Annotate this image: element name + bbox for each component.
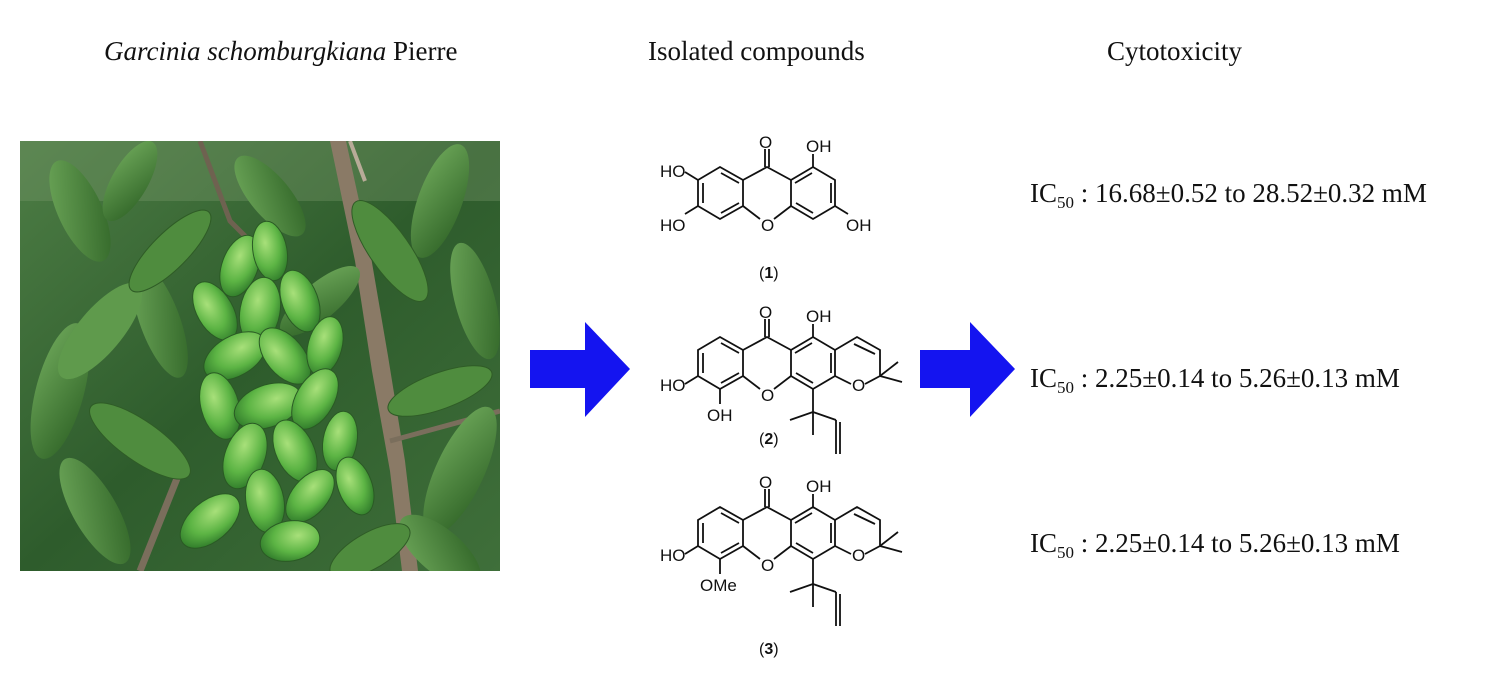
plant-name-header: Garcinia schomburgkiana Pierre: [104, 36, 457, 67]
ic50-prefix: IC: [1030, 178, 1057, 208]
cytotoxicity-header: Cytotoxicity: [1107, 36, 1242, 66]
right-arrow-icon: [920, 322, 1015, 417]
compound-3-group: O: [852, 546, 865, 565]
compound-1-group: HO: [660, 162, 686, 181]
ic50-range: : 2.25±0.14 to 5.26±0.13 mM: [1074, 528, 1400, 558]
author-name: Pierre: [392, 36, 458, 66]
ic50-subscript: 50: [1057, 543, 1074, 562]
photo-garcinia-fruit: [20, 141, 500, 571]
compound-3-group: OH: [806, 477, 832, 496]
ic50-value-3: IC50 : 2.25±0.14 to 5.26±0.13 mM: [1030, 528, 1400, 563]
ic50-subscript: 50: [1057, 378, 1074, 397]
compound-1-structure: O OH HO HO O OH (1): [660, 133, 872, 282]
compound-1-group: OH: [846, 216, 872, 235]
compound-2-group: HO: [660, 376, 686, 395]
compound-3-number: 3: [764, 641, 773, 658]
compound-3-group: O: [759, 473, 772, 492]
right-arrow-icon: [530, 322, 630, 417]
compound-1-label: (1): [759, 265, 779, 282]
ic50-subscript: 50: [1057, 193, 1074, 212]
compound-1-group: O: [759, 133, 772, 152]
compound-1-group: OH: [806, 137, 832, 156]
compound-3-structure: O OH HO OMe O O (3): [660, 473, 903, 658]
ic50-range: : 16.68±0.52 to 28.52±0.32 mM: [1074, 178, 1427, 208]
ic50-value-1: IC50 : 16.68±0.52 to 28.52±0.32 mM: [1030, 178, 1427, 213]
compound-2-group: O: [761, 386, 774, 405]
compound-3-group: OMe: [700, 576, 737, 595]
compound-1-group: O: [761, 216, 774, 235]
compounds-header: Isolated compounds: [648, 36, 865, 66]
compound-2-group: OH: [707, 406, 733, 425]
ic50-prefix: IC: [1030, 363, 1057, 393]
compound-2-number: 2: [764, 431, 773, 448]
compound-2-group: OH: [806, 307, 832, 326]
compound-1-number: 1: [764, 265, 773, 282]
ic50-value-2: IC50 : 2.25±0.14 to 5.26±0.13 mM: [1030, 363, 1400, 398]
compound-2-structure: O OH HO OH O O (2): [660, 303, 903, 454]
compound-2-label: (2): [759, 431, 779, 448]
compound-3-group: HO: [660, 546, 686, 565]
compound-3-label: (3): [759, 641, 779, 658]
compound-3-group: O: [761, 556, 774, 575]
ic50-range: : 2.25±0.14 to 5.26±0.13 mM: [1074, 363, 1400, 393]
species-name: Garcinia schomburgkiana: [104, 36, 387, 66]
compound-2-group: O: [852, 376, 865, 395]
ic50-prefix: IC: [1030, 528, 1057, 558]
compound-2-group: O: [759, 303, 772, 322]
compound-1-group: HO: [660, 216, 686, 235]
